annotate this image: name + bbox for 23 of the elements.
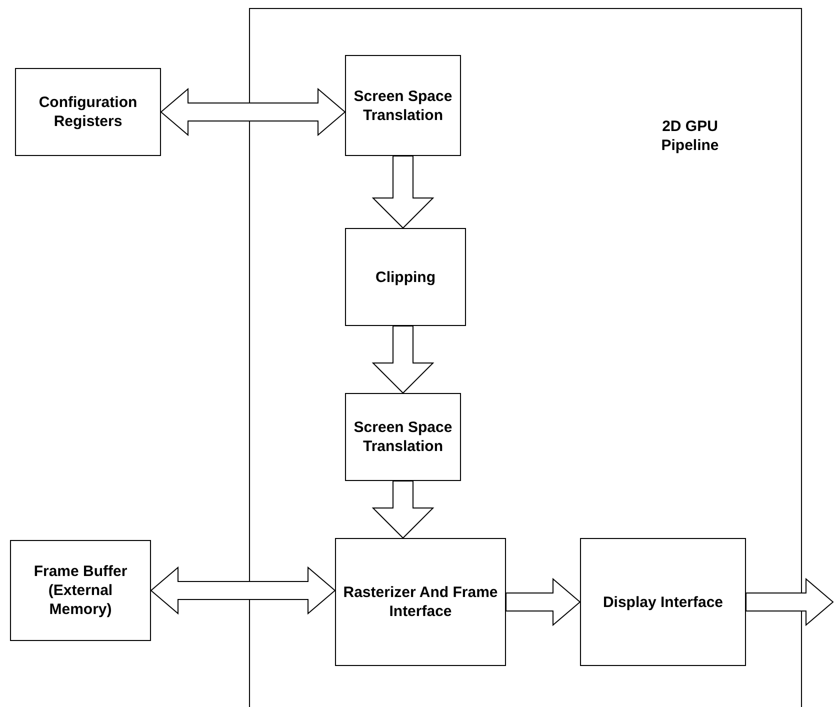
- process-box: [345, 393, 461, 481]
- process-box: [10, 540, 151, 641]
- block-arrow: [150, 566, 336, 615]
- process-box: [335, 538, 506, 666]
- box-label: Display Interface: [602, 592, 724, 612]
- process-box: [15, 68, 161, 156]
- box-label: Configuration Registers: [38, 93, 138, 131]
- block-arrow: [746, 578, 834, 626]
- block-arrow: [372, 480, 434, 539]
- box-label: Rasterizer And Frame Interface: [342, 583, 499, 621]
- pipeline-container: [249, 8, 802, 707]
- process-box: [345, 228, 466, 326]
- block-arrow: [372, 326, 434, 394]
- block-arrow: [160, 88, 346, 136]
- process-box: [580, 538, 746, 666]
- container-title: 2D GPU Pipeline: [660, 117, 720, 155]
- box-label: Frame Buffer (External Memory): [32, 562, 128, 619]
- block-arrow: [372, 156, 434, 229]
- box-label: Clipping: [374, 268, 436, 286]
- box-label: Screen Space Translation: [352, 418, 454, 456]
- process-box: [345, 55, 461, 156]
- block-arrow: [506, 578, 581, 626]
- box-label: Screen Space Translation: [352, 86, 454, 124]
